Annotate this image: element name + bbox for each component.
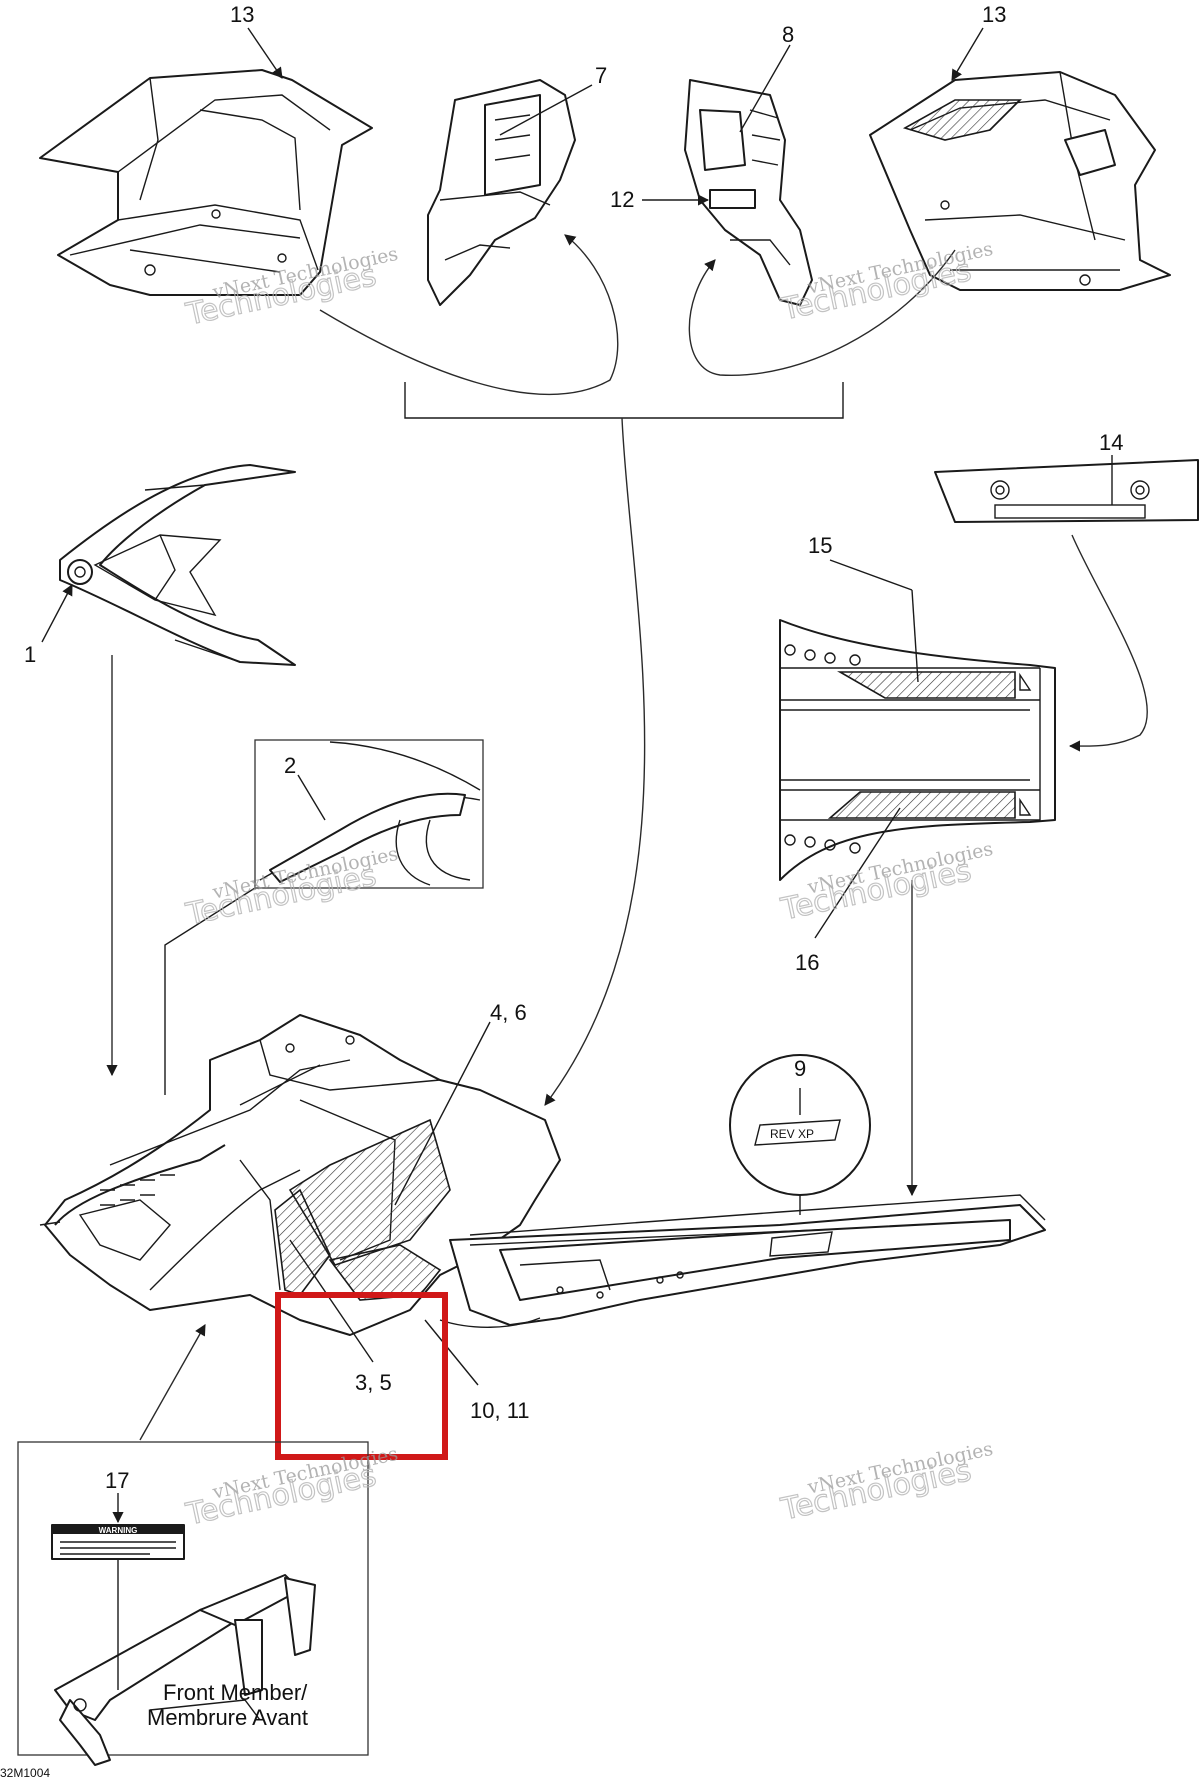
decal-17-text: WARNING <box>99 1526 138 1535</box>
callout-14-label: 14 <box>1099 430 1123 455</box>
flow-to-side-panel <box>544 417 646 1106</box>
callout-12-label: 12 <box>610 187 634 212</box>
inset-part-2 <box>254 739 484 889</box>
tunnel-side-view <box>439 1194 1046 1328</box>
callout-16: 16 <box>795 807 901 975</box>
callout-13-right: 13 <box>951 2 1006 81</box>
left-inner-panel <box>427 79 576 306</box>
callout-10-11: 10, 11 <box>424 1319 530 1423</box>
right-inner-panel <box>684 79 813 306</box>
callout-12: 12 <box>610 187 710 212</box>
flow-14-to-tunnel <box>1068 534 1148 752</box>
front-member-caption-line2: Membrure Avant <box>147 1705 308 1730</box>
callout-8: 8 <box>739 22 794 133</box>
left-side-panel <box>39 69 373 296</box>
callout-14: 14 <box>1099 430 1123 505</box>
tunnel-top-view <box>779 619 1056 881</box>
callout-1: 1 <box>24 584 73 667</box>
callout-4-6-label: 4, 6 <box>490 1000 527 1025</box>
watermark-top-right: vNext Technologies Technologies <box>777 238 995 328</box>
flow-curve-left <box>319 234 619 396</box>
front-member-caption-line1: Front Member/ <box>163 1680 308 1705</box>
callout-8-label: 8 <box>782 22 794 47</box>
figure-code: 32M1004 <box>0 1766 50 1780</box>
callout-4-6: 4, 6 <box>394 1000 527 1206</box>
callout-13-right-label: 13 <box>982 2 1006 27</box>
flow-17-up <box>139 1324 206 1441</box>
decal-9-text: REV XP <box>770 1127 814 1141</box>
callout-3-5: 3, 5 <box>289 1239 392 1395</box>
callout-15: 15 <box>808 533 919 683</box>
inset-2-leader <box>164 887 256 1095</box>
callout-17-label: 17 <box>105 1468 129 1493</box>
inset-part-17: WARNING <box>17 1441 369 1766</box>
decal-part-9: REV XP <box>729 1054 871 1257</box>
callout-7-label: 7 <box>595 63 607 88</box>
callout-3-5-label: 3, 5 <box>355 1370 392 1395</box>
grouping-bracket <box>404 382 844 419</box>
watermark-bottom-right: vNext Technologies Technologies <box>777 1438 995 1528</box>
callout-13-left-label: 13 <box>230 2 254 27</box>
right-side-panel <box>869 71 1171 291</box>
callout-16-label: 16 <box>795 950 819 975</box>
callout-7: 7 <box>499 63 607 136</box>
hood-part-1 <box>59 464 296 666</box>
flow-curve-right <box>688 249 956 377</box>
callout-17: 17 <box>105 1468 129 1690</box>
watermark-mid-left: vNext Technologies Technologies <box>182 843 400 933</box>
callout-10-11-label: 10, 11 <box>470 1398 530 1423</box>
callout-13-left: 13 <box>230 2 283 79</box>
callout-2-label: 2 <box>284 753 296 778</box>
decal-part-14 <box>934 459 1199 523</box>
snowmobile-body <box>39 1014 561 1336</box>
callout-2: 2 <box>284 753 326 821</box>
highlight-box <box>275 1292 448 1460</box>
callout-15-label: 15 <box>808 533 832 558</box>
callout-9-label: 9 <box>794 1056 806 1081</box>
callout-9: 9 <box>794 1056 806 1081</box>
callout-1-label: 1 <box>24 642 36 667</box>
